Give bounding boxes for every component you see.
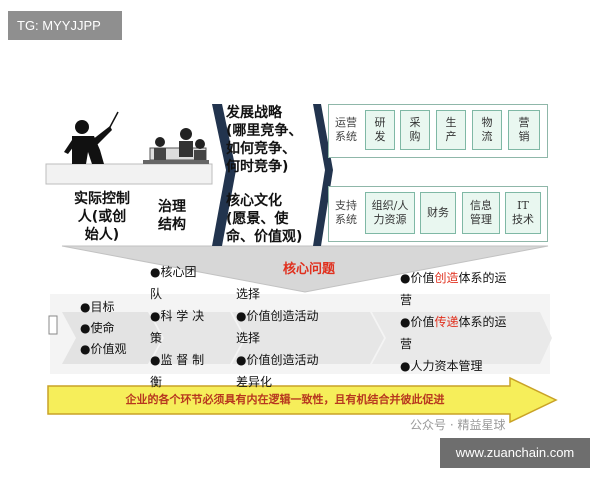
col2-line-3: ●科 学 决 [150, 309, 205, 323]
col3-line-5: 差异化 [236, 375, 273, 389]
chevron-3 [232, 312, 384, 364]
conductor-figure [64, 111, 119, 164]
ops-cell-production: 生产 [436, 110, 466, 150]
col2-line-4: 策 [150, 331, 163, 345]
ops-label: 运营 系统 [335, 116, 357, 143]
bottom-arrow-text: 企业的各个环节必须具有内在逻辑一致性，且有机结合并彼此促进 [125, 393, 445, 406]
chevron-2 [150, 312, 244, 364]
culture-line-1: (愿景、使 [226, 211, 289, 227]
left-marker [48, 315, 58, 335]
col2-line-5: ●监 督 制 [150, 353, 205, 367]
strategy-line-2: 如何竞争、 [226, 141, 296, 157]
separator-2 [313, 104, 333, 246]
controller-line-3: 始人) [84, 227, 120, 243]
governance-line-1: 治理 [158, 199, 186, 215]
col1-item-values: ●价值观 [80, 342, 127, 356]
strategy-title: 发展战略 [226, 105, 282, 121]
core-issue-label: 核心问题 [282, 262, 335, 277]
col2-line-2: 队 [150, 287, 163, 301]
support-label: 支持 系统 [335, 199, 357, 226]
chevron-1 [62, 312, 162, 364]
culture-line-2: 命、价值观) [226, 229, 303, 245]
col4-item-human-capital: ●人力资本管理 [400, 359, 483, 373]
strategy-line-1: (哪里竞争、 [226, 123, 303, 139]
meeting-figure [143, 128, 209, 164]
col4-item-transfer: ●价值传递体系的运 [400, 315, 507, 329]
ops-cell-marketing: 营销 [508, 110, 540, 150]
col2-line-6: 衡 [150, 375, 163, 389]
watermark-tag: TG: MYYJJPP [8, 11, 122, 40]
col3-line-2: ●价值创造活动 [236, 309, 319, 323]
col3-line-1: 选择 [236, 287, 261, 301]
col3-line-3: 选择 [236, 331, 261, 345]
col1-item-mission: ●使命 [80, 321, 115, 335]
top-band [45, 163, 213, 185]
col4-item-create: ●价值创造体系的运 [400, 271, 507, 285]
separator-1 [212, 104, 236, 246]
ops-cell-purchasing: 采购 [400, 110, 430, 150]
controller-line-1: 实际控制 [74, 191, 130, 207]
col2-line-1: ●核心团 [150, 265, 197, 279]
chevron-4 [372, 312, 552, 364]
support-cell-finance: 财务 [420, 192, 456, 234]
col3-line-4: ●价值创造活动 [236, 353, 319, 367]
bottom-arrow [47, 376, 558, 424]
col4-item-transfer-cont: 营 [400, 337, 413, 351]
col1-item-goal: ●目标 [80, 300, 115, 314]
governance-line-2: 结构 [158, 217, 186, 233]
core-issue-funnel [61, 245, 549, 293]
culture-title: 核心文化 [226, 193, 282, 209]
support-cell-info: 信息管理 [462, 192, 500, 234]
controller-line-2: 人(或创 [77, 209, 127, 225]
support-cell-hr: 组织/人力资源 [365, 192, 415, 234]
public-account-watermark: 公众号 · 精益星球 [410, 418, 506, 432]
ops-cell-rnd: 研发 [365, 110, 395, 150]
strategy-line-3: 何时竞争) [226, 159, 289, 175]
site-watermark: www.zuanchain.com [440, 438, 590, 468]
col4-item-create-cont: 营 [400, 293, 413, 307]
ops-cell-logistics: 物流 [472, 110, 502, 150]
